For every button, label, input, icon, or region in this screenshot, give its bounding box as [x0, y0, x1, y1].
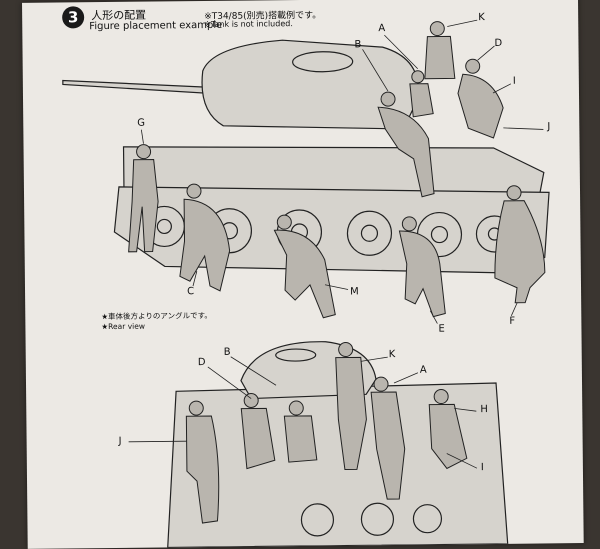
label-i: I [512, 75, 516, 87]
leader-lines [140, 19, 544, 324]
rear-label-b: B [223, 346, 231, 358]
rear-leader-lines [128, 356, 478, 469]
rear-label-a: A [419, 364, 427, 376]
side-view-illustration [62, 19, 550, 549]
rear-soldier-figures [185, 342, 468, 524]
label-c: C [186, 286, 195, 298]
label-f: F [509, 315, 516, 327]
label-g: G [137, 117, 146, 129]
rear-label-k: K [388, 349, 396, 361]
soldier-figures [128, 21, 546, 319]
label-b: B [354, 39, 362, 51]
rear-label-h: H [480, 404, 488, 416]
turret-cupola [292, 51, 354, 73]
label-j: J [547, 121, 551, 133]
label-e: E [438, 323, 445, 335]
instruction-sheet: 3 人形の配置 Figure placement example ※T34/85… [22, 0, 584, 549]
tank-track [113, 186, 550, 274]
tank-turret [201, 39, 420, 130]
rear-view-note-en: ★Rear view [101, 321, 146, 332]
label-d: D [494, 37, 503, 49]
label-a: A [378, 23, 386, 35]
label-k: K [478, 12, 485, 24]
rear-label-i: I [480, 462, 484, 474]
rear-view-note-jp: ★車体後方よりのアングルです。 [101, 310, 212, 322]
rear-label-j: J [118, 435, 122, 447]
tank-gun-barrel [62, 79, 204, 94]
label-m: M [350, 286, 359, 298]
rear-label-d: D [197, 357, 206, 369]
tank-hull [122, 146, 545, 199]
